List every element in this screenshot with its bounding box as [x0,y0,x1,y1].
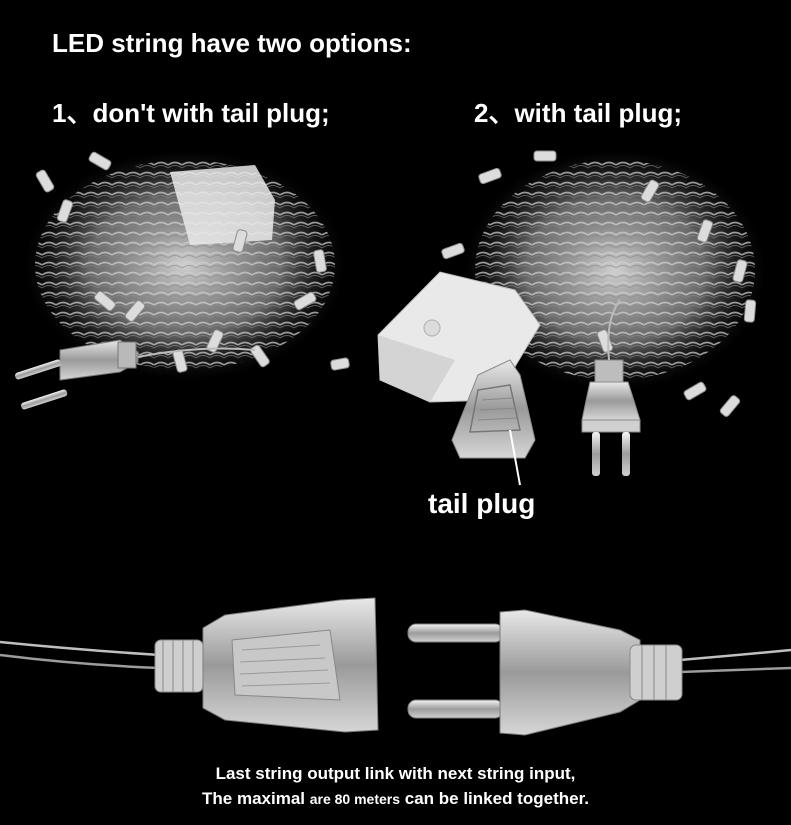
tail-plug [451,359,536,486]
option-2-label: 2、with tail plug; [474,98,682,128]
power-plug-right [581,299,641,476]
led-string-bundle-right [377,150,765,486]
footer-line-2-b: are 80 meters [309,791,401,807]
tail-plug-pointer [509,429,521,486]
tail-plug-label: tail plug [428,488,536,519]
connector-pair [0,597,791,736]
footer-line-2: The maximal are 80 meters can be linked … [0,789,791,809]
option-1-label: 1、don't with tail plug; [52,98,330,128]
footer-line-1: Last string output link with next string… [215,764,576,783]
footer-line-2-a: The maximal [202,789,310,808]
page-title: LED string have two options: [52,28,412,58]
led-string-bundle-left [15,150,350,410]
footer-line-2-c: can be linked together. [400,789,589,808]
female-plug [154,597,379,733]
male-plug [407,609,683,736]
power-plug-left [15,339,256,410]
